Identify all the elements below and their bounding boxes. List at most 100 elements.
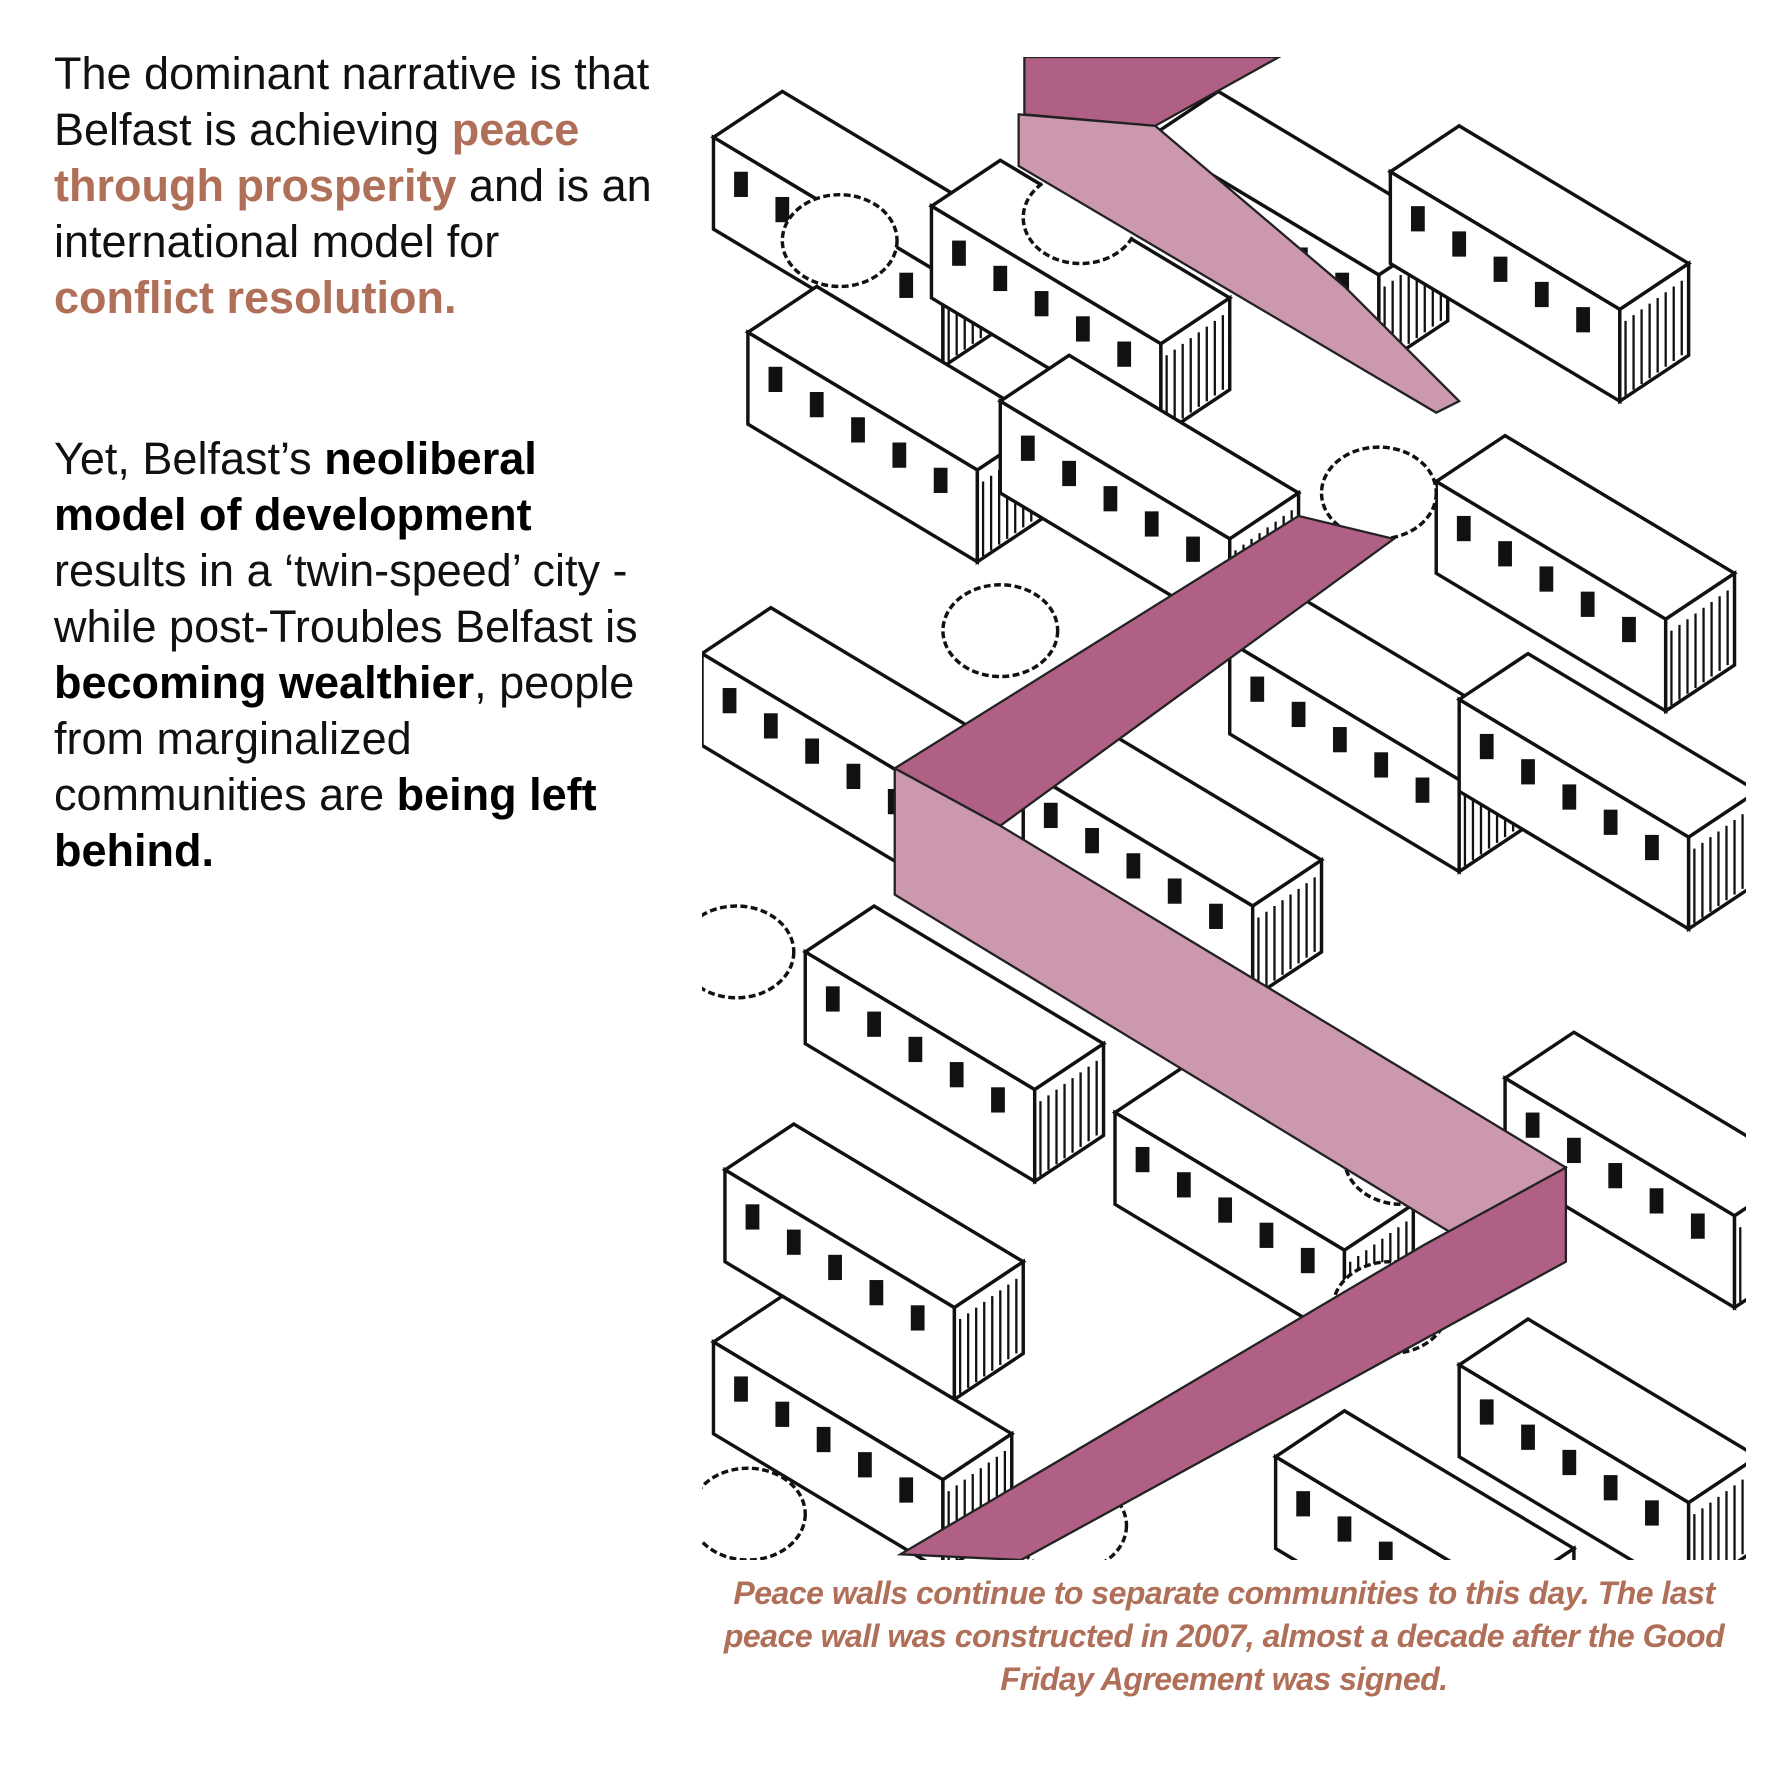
house-window <box>869 1280 884 1306</box>
intro-text-2: and is an international model for <box>54 160 652 267</box>
house-window <box>949 1062 964 1088</box>
house-window <box>851 417 865 443</box>
house-window <box>1562 1449 1577 1476</box>
house-window <box>1176 1172 1191 1198</box>
house-window <box>1043 802 1058 829</box>
tree <box>941 583 1060 679</box>
house-window <box>908 1036 923 1063</box>
house-window <box>952 240 966 266</box>
argument-text-2: results in a ‘twin-speed’ city - while p… <box>54 545 638 652</box>
house-window <box>1337 1516 1352 1542</box>
house-window <box>858 1452 872 1478</box>
house-window <box>1186 536 1200 562</box>
house-window <box>722 688 737 714</box>
house-window <box>1034 291 1049 317</box>
house-window <box>1498 541 1512 567</box>
house-window <box>1250 676 1265 702</box>
house-window <box>734 171 748 197</box>
house-window <box>1622 616 1636 643</box>
house-window <box>1126 853 1141 879</box>
house-window <box>910 1305 925 1331</box>
house-window <box>1603 1475 1618 1501</box>
house-window <box>1645 1500 1659 1526</box>
house-window <box>775 196 790 223</box>
house-window <box>809 392 824 418</box>
house-window <box>1580 591 1595 617</box>
house-terrace <box>1455 651 1746 933</box>
house-window <box>1020 435 1035 461</box>
house-window <box>768 366 783 393</box>
house-window <box>1539 566 1554 592</box>
intro-paragraph: The dominant narrative is that Belfast i… <box>54 46 654 326</box>
highlight-conflict-resolution: conflict resolution. <box>54 272 457 323</box>
house-window <box>1117 341 1132 367</box>
house-terrace <box>1433 433 1738 715</box>
house-window <box>1411 206 1425 232</box>
house-terrace <box>1455 1317 1746 1560</box>
illustration-caption: Peace walls continue to separate communi… <box>723 1575 1725 1697</box>
house-window <box>899 272 914 298</box>
house-window <box>1567 1137 1581 1164</box>
argument-text-1: Yet, Belfast’s <box>54 433 325 484</box>
house-window <box>1259 1222 1274 1248</box>
house-window <box>1209 903 1223 929</box>
house-window <box>1218 1197 1233 1223</box>
house-window <box>825 986 840 1012</box>
house-window <box>1562 784 1577 810</box>
house-window <box>1452 231 1467 257</box>
argument-paragraph: Yet, Belfast’s neoliberal model of devel… <box>54 431 654 879</box>
house-window <box>816 1426 831 1453</box>
house-terrace <box>1226 594 1532 875</box>
house-window <box>1076 316 1090 342</box>
house-window <box>734 1376 748 1402</box>
house-terrace <box>1020 720 1325 1002</box>
house-window <box>846 763 861 789</box>
house-window <box>745 1204 760 1230</box>
intro-text-1: The dominant narrative is that Belfast i… <box>54 48 650 155</box>
house-window <box>786 1229 801 1255</box>
tree <box>780 192 899 289</box>
house-window <box>1300 1247 1315 1274</box>
house-window <box>867 1011 881 1037</box>
house-window <box>775 1401 790 1427</box>
wall-face-light-top <box>1017 113 1462 414</box>
tree <box>702 1466 807 1560</box>
house-window <box>1456 515 1471 542</box>
house-window <box>1135 1146 1150 1173</box>
highlight-peace-through-prosperity: peace through prosperity <box>54 104 580 211</box>
bold-left-behind: being left behind. <box>54 769 597 876</box>
house-window <box>1415 777 1430 803</box>
house-window <box>1167 878 1182 904</box>
house-window <box>1690 1213 1705 1239</box>
house-window <box>1493 256 1508 282</box>
house-window <box>1521 759 1535 785</box>
house-window <box>1534 281 1549 308</box>
house-window <box>1649 1188 1664 1214</box>
house-window <box>1103 486 1118 512</box>
house-window <box>993 265 1008 292</box>
house-terrace <box>1387 123 1692 405</box>
house-window <box>1603 809 1618 835</box>
house-window <box>1144 511 1159 537</box>
house-window <box>1608 1163 1623 1189</box>
house-window <box>1062 460 1077 487</box>
house-window <box>1296 1491 1311 1517</box>
house-window <box>1374 752 1389 778</box>
wall-bottom-dark <box>896 1165 1568 1560</box>
house-window <box>1576 307 1590 333</box>
house-window <box>1378 1541 1393 1560</box>
house-window <box>1085 828 1099 854</box>
house-window <box>1479 1399 1494 1425</box>
house-terrace <box>802 903 1107 1185</box>
house-window <box>991 1087 1005 1113</box>
house-window <box>1521 1424 1535 1450</box>
house-window <box>805 738 820 764</box>
house-window <box>933 467 948 493</box>
house-terrace <box>721 1121 1027 1403</box>
house-window <box>1332 727 1347 753</box>
house-window <box>763 713 778 739</box>
house-window <box>1525 1112 1540 1138</box>
house-window <box>1479 733 1494 760</box>
peace-wall-illustration <box>702 57 1746 1560</box>
house-window <box>899 1477 914 1503</box>
